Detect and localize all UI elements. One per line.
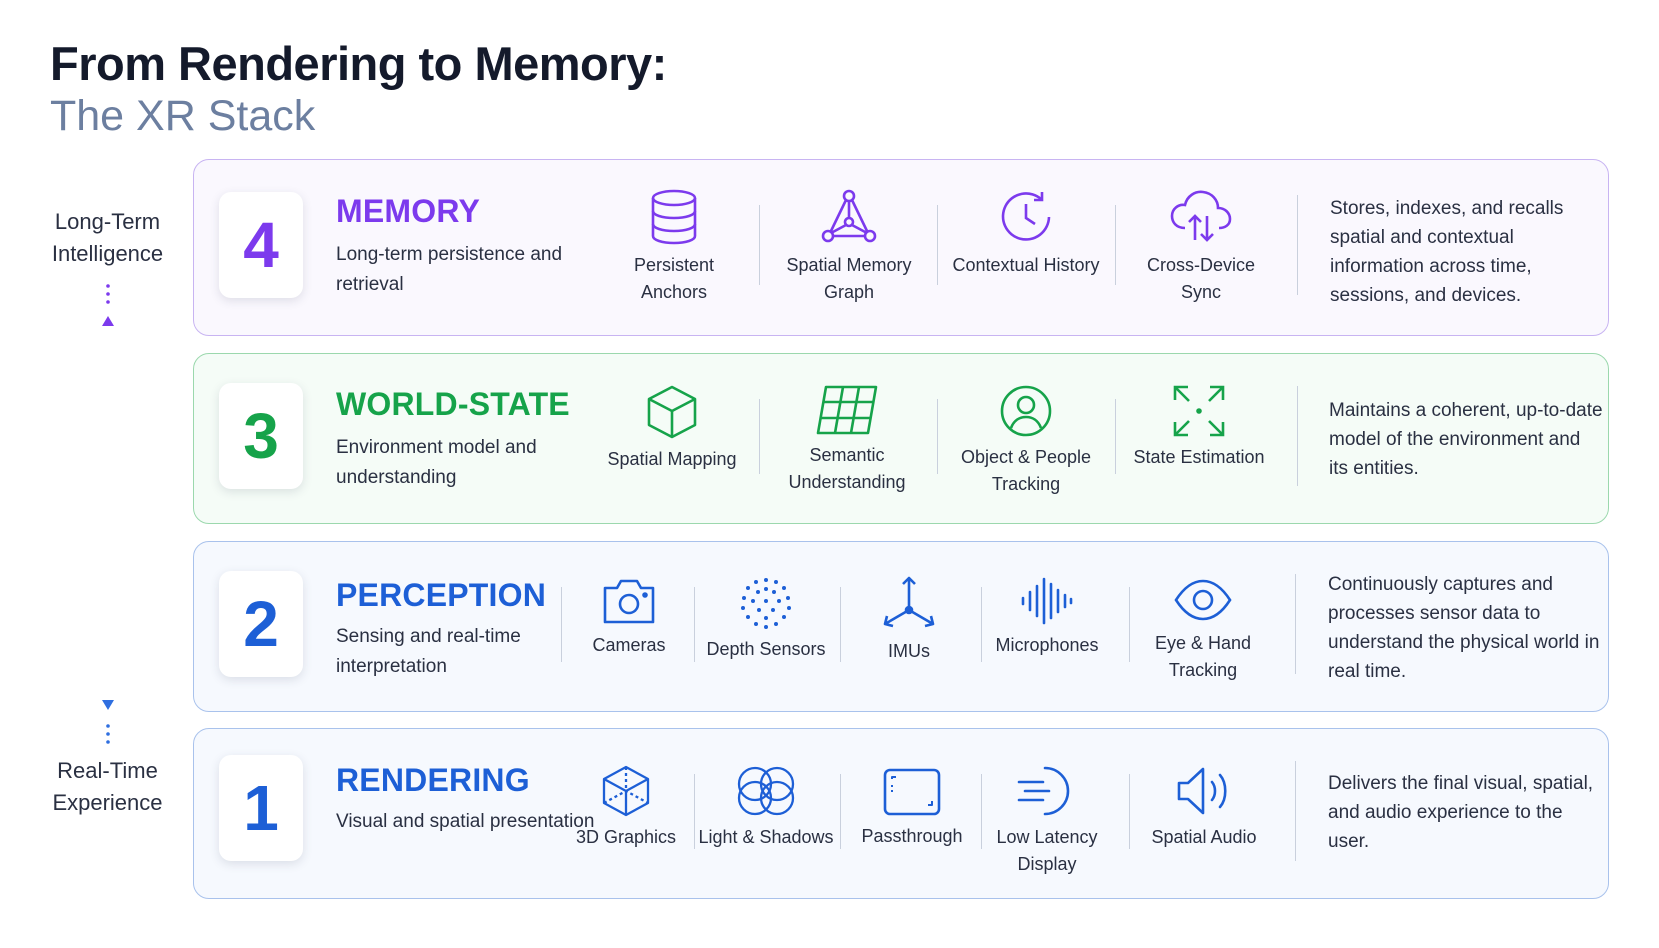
layer-description: Sensing and real-time interpretation (336, 626, 521, 677)
feature-label: Contextual History (952, 255, 1100, 275)
divider (937, 205, 938, 285)
divider (1295, 574, 1296, 674)
feature-state-estimation: State Estimation (1124, 384, 1274, 471)
feature-object-people-tracking: Object & People Tracking (951, 384, 1101, 498)
feature-label: Passthrough (861, 826, 963, 846)
feature-spatial-audio: Spatial Audio (1129, 764, 1279, 851)
layer-memory: 4 MEMORY Long-term persistence and retri… (193, 159, 1609, 336)
wireframe-cube-icon (602, 765, 650, 817)
feature-label: IMUs (888, 641, 930, 661)
feature-label: Spatial Mapping (607, 449, 737, 469)
feature-label: Spatial Memory Graph (786, 255, 912, 302)
divider (1115, 205, 1116, 285)
feature-label: 3D Graphics (575, 827, 677, 847)
layer-summary: Delivers the final visual, spatial, and … (1328, 773, 1594, 852)
feature-label: Microphones (995, 635, 1099, 655)
axes-icon (883, 576, 935, 628)
divider (840, 587, 841, 662)
layer-number: 1 (219, 755, 303, 861)
feature-contextual-history: Contextual History (951, 188, 1101, 279)
dot-sphere-icon (741, 578, 791, 629)
eye-icon (1174, 579, 1232, 621)
feature-low-latency-display: Low Latency Display (972, 764, 1122, 878)
feature-light-shadows: Light & Shadows (691, 764, 841, 851)
camera-icon (603, 579, 655, 624)
divider (1295, 761, 1296, 861)
layer-rendering: 1 RENDERING Visual and spatial presentat… (193, 728, 1609, 899)
feature-label: Object & People Tracking (960, 447, 1092, 494)
feature-cameras: Cameras (554, 576, 704, 659)
page-subtitle: The XR Stack (50, 92, 316, 140)
speaker-icon (1177, 767, 1227, 815)
feature-microphones: Microphones (972, 576, 1122, 659)
feature-label: Light & Shadows (698, 827, 834, 847)
person-circle-icon (1000, 385, 1052, 437)
layer-perception: 2 PERCEPTION Sensing and real-time inter… (193, 541, 1609, 712)
divider (981, 587, 982, 662)
clock-history-icon (1001, 192, 1051, 241)
layer-name: PERCEPTION (336, 577, 547, 613)
feature-label: Cross-Device Sync (1146, 255, 1256, 302)
grid-icon (816, 385, 878, 435)
page-title: From Rendering to Memory: (50, 37, 667, 90)
feature-eye-hand-tracking: Eye & Hand Tracking (1128, 576, 1278, 684)
divider (694, 774, 695, 849)
feature-3d-graphics: 3D Graphics (551, 764, 701, 851)
divider (759, 205, 760, 285)
axis-arrow (102, 284, 114, 744)
divider (759, 399, 760, 474)
feature-imus: IMUs (834, 574, 984, 665)
layer-number: 2 (219, 571, 303, 677)
frame-icon (883, 768, 941, 816)
feature-label: Eye & Hand Tracking (1154, 633, 1252, 680)
layer-description: Visual and spatial presentation (336, 811, 595, 832)
layer-number: 4 (219, 192, 303, 298)
axis-top-label: Long-Term Intelligence (51, 209, 164, 266)
layer-number: 3 (219, 383, 303, 489)
overlapping-circles-icon (737, 766, 795, 816)
feature-label: Semantic Understanding (788, 445, 906, 492)
divider (1129, 587, 1130, 662)
divider (1129, 774, 1130, 849)
layer-description: Long-term persistence and retrieval (336, 244, 563, 295)
layer-world-state: 3 WORLD-STATE Environment model and unde… (193, 353, 1609, 524)
feature-depth-sensors: Depth Sensors (691, 576, 841, 663)
layer-description: Environment model and understanding (336, 437, 537, 488)
speed-circle-icon (1017, 766, 1070, 816)
layer-name: WORLD-STATE (336, 386, 570, 422)
database-icon (651, 189, 697, 245)
axis-bottom-label: Real-Time Experience (52, 758, 163, 815)
feature-spatial-mapping: Spatial Mapping (597, 384, 747, 473)
divider (937, 399, 938, 474)
feature-label: Spatial Audio (1151, 827, 1257, 847)
feature-label: Cameras (592, 635, 666, 655)
feature-persistent-anchors: Persistent Anchors (599, 188, 749, 306)
expand-arrows-icon (1173, 385, 1225, 437)
divider (981, 774, 982, 849)
feature-label: State Estimation (1133, 447, 1265, 467)
feature-semantic-understanding: Semantic Understanding (772, 384, 922, 496)
divider (694, 587, 695, 662)
divider (1115, 399, 1116, 474)
cube-icon (647, 385, 697, 439)
divider (1297, 386, 1298, 486)
divider (1297, 195, 1298, 295)
layer-name: MEMORY (336, 193, 481, 229)
layer-name: RENDERING (336, 762, 530, 798)
graph-nodes-icon (821, 189, 877, 243)
feature-passthrough: Passthrough (837, 767, 987, 850)
waveform-icon (1021, 577, 1073, 625)
feature-spatial-memory-graph: Spatial Memory Graph (774, 188, 924, 306)
divider (840, 774, 841, 849)
feature-label: Low Latency Display (996, 827, 1098, 874)
feature-label: Depth Sensors (706, 639, 826, 659)
layer-summary: Maintains a coherent, up-to-date model o… (1329, 400, 1603, 479)
layer-summary: Stores, indexes, and recalls spatial and… (1330, 198, 1564, 306)
divider (561, 587, 562, 662)
feature-label: Persistent Anchors (633, 255, 715, 302)
cloud-sync-icon (1170, 190, 1232, 242)
feature-cross-device-sync: Cross-Device Sync (1126, 188, 1276, 306)
layer-summary: Continuously captures and processes sens… (1328, 574, 1600, 682)
